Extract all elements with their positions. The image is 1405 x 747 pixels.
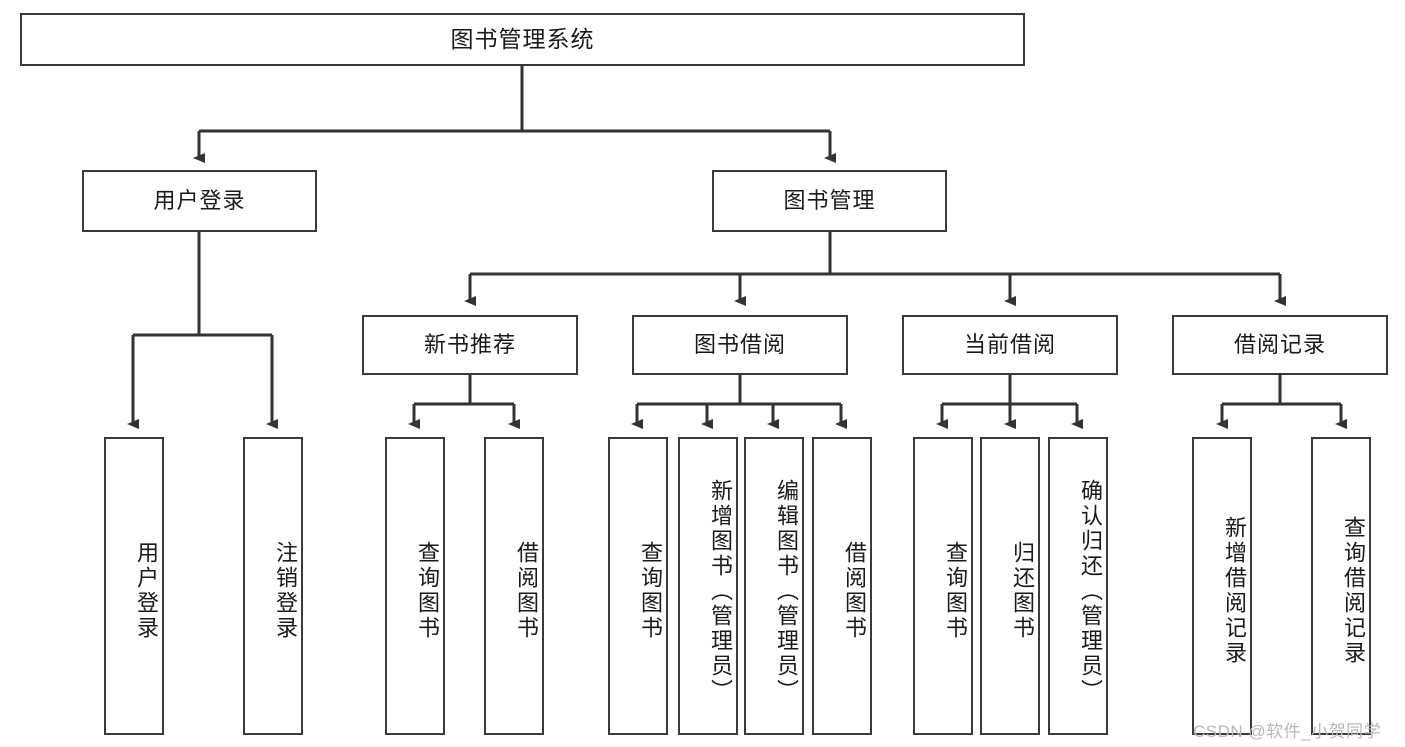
- node-user-login[interactable]: 用户登录: [82, 170, 317, 232]
- node-book-borrow[interactable]: 图书借阅: [632, 315, 848, 375]
- leaf-current-borrow-return[interactable]: 归还图书: [980, 437, 1040, 735]
- node-borrow-record[interactable]: 借阅记录: [1172, 315, 1388, 375]
- leaf-book-borrow-borrow[interactable]: 借阅图书: [812, 437, 872, 735]
- leaf-current-borrow-confirm-admin[interactable]: 确认归还（管理员）: [1048, 437, 1108, 735]
- node-current-borrow[interactable]: 当前借阅: [902, 315, 1118, 375]
- leaf-user-login-login[interactable]: 用户登录: [104, 437, 164, 735]
- leaf-new-book-query[interactable]: 查询图书: [385, 437, 445, 735]
- node-new-book-recommend[interactable]: 新书推荐: [362, 315, 578, 375]
- leaf-new-book-borrow[interactable]: 借阅图书: [484, 437, 544, 735]
- node-book-management[interactable]: 图书管理: [712, 170, 947, 232]
- leaf-book-borrow-add-admin[interactable]: 新增图书（管理员）: [678, 437, 738, 735]
- leaf-user-login-logout[interactable]: 注销登录: [243, 437, 303, 735]
- leaf-book-borrow-query[interactable]: 查询图书: [608, 437, 668, 735]
- leaf-book-borrow-edit-admin[interactable]: 编辑图书（管理员）: [744, 437, 804, 735]
- node-root-system[interactable]: 图书管理系统: [20, 13, 1025, 66]
- leaf-current-borrow-query[interactable]: 查询图书: [913, 437, 973, 735]
- leaf-borrow-record-add[interactable]: 新增借阅记录: [1192, 437, 1252, 735]
- csdn-watermark: CSDN @软件_小贺同学: [1193, 722, 1382, 741]
- leaf-borrow-record-query[interactable]: 查询借阅记录: [1311, 437, 1371, 735]
